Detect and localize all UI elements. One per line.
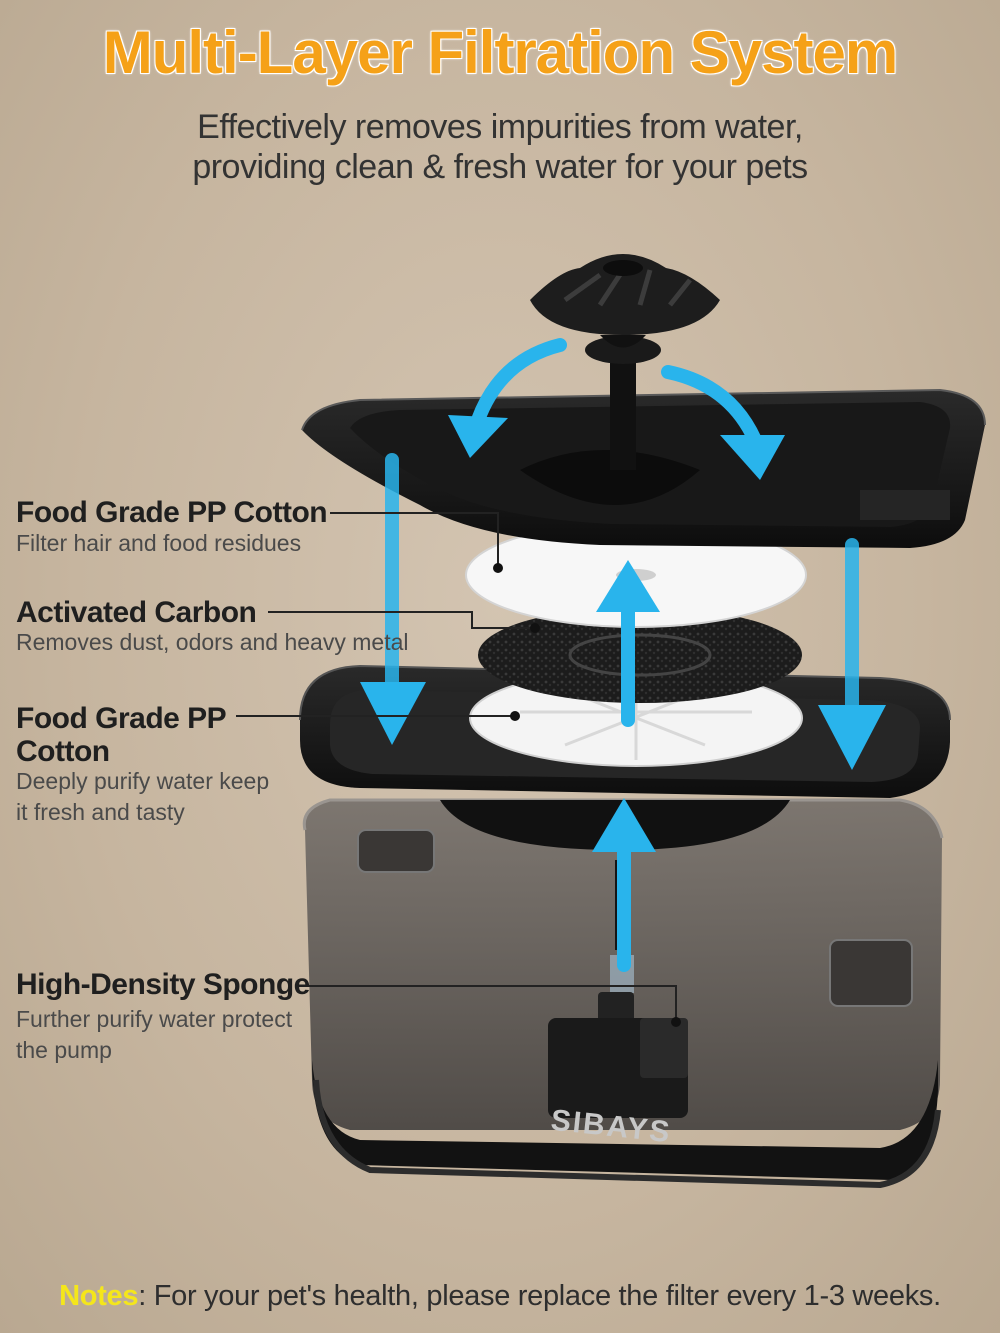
- layer-4-title: High-Density Sponge: [16, 968, 310, 1001]
- page-title: Multi-Layer Filtration System: [102, 19, 898, 86]
- layer-3-desc-line-1: Deeply purify water keep: [16, 768, 270, 794]
- leader-lines: [236, 512, 677, 1022]
- layer-3-title-line-2: Cotton: [16, 735, 110, 768]
- notes-text: : For your pet's health, please replace …: [138, 1280, 941, 1312]
- top-tray: [301, 388, 986, 548]
- layer-2-title: Activated Carbon: [16, 596, 257, 629]
- notes-key: Notes: [59, 1280, 139, 1312]
- flow-arrow-curve-right: [661, 365, 762, 447]
- notes: Notes: For your pet's health, please rep…: [0, 1280, 1000, 1313]
- layer-2-desc: Removes dust, odors and heavy metal: [16, 629, 409, 655]
- layer-3-desc-line-2: it fresh and tasty: [16, 799, 185, 825]
- layer-4-desc-line-2: the pump: [16, 1037, 112, 1063]
- layer-4-desc-line-1: Further purify water protect: [16, 1006, 293, 1032]
- arrow-heads: [360, 415, 886, 852]
- activated-carbon-disc: [478, 607, 802, 703]
- layer-3-title-line-1: Food Grade PP: [16, 702, 227, 735]
- flow-arrow-curve-left: [471, 338, 567, 427]
- fountain-head: [530, 254, 720, 470]
- layer-1-desc: Filter hair and food residues: [16, 530, 302, 556]
- layer-1-title: Food Grade PP Cotton: [16, 496, 328, 529]
- flow-arrows: [385, 338, 859, 972]
- subtitle-line-1: Effectively removes impurities from wate…: [197, 108, 803, 146]
- subtitle-line-2: providing clean & fresh water for your p…: [192, 148, 808, 186]
- leader-dots: [493, 563, 681, 1027]
